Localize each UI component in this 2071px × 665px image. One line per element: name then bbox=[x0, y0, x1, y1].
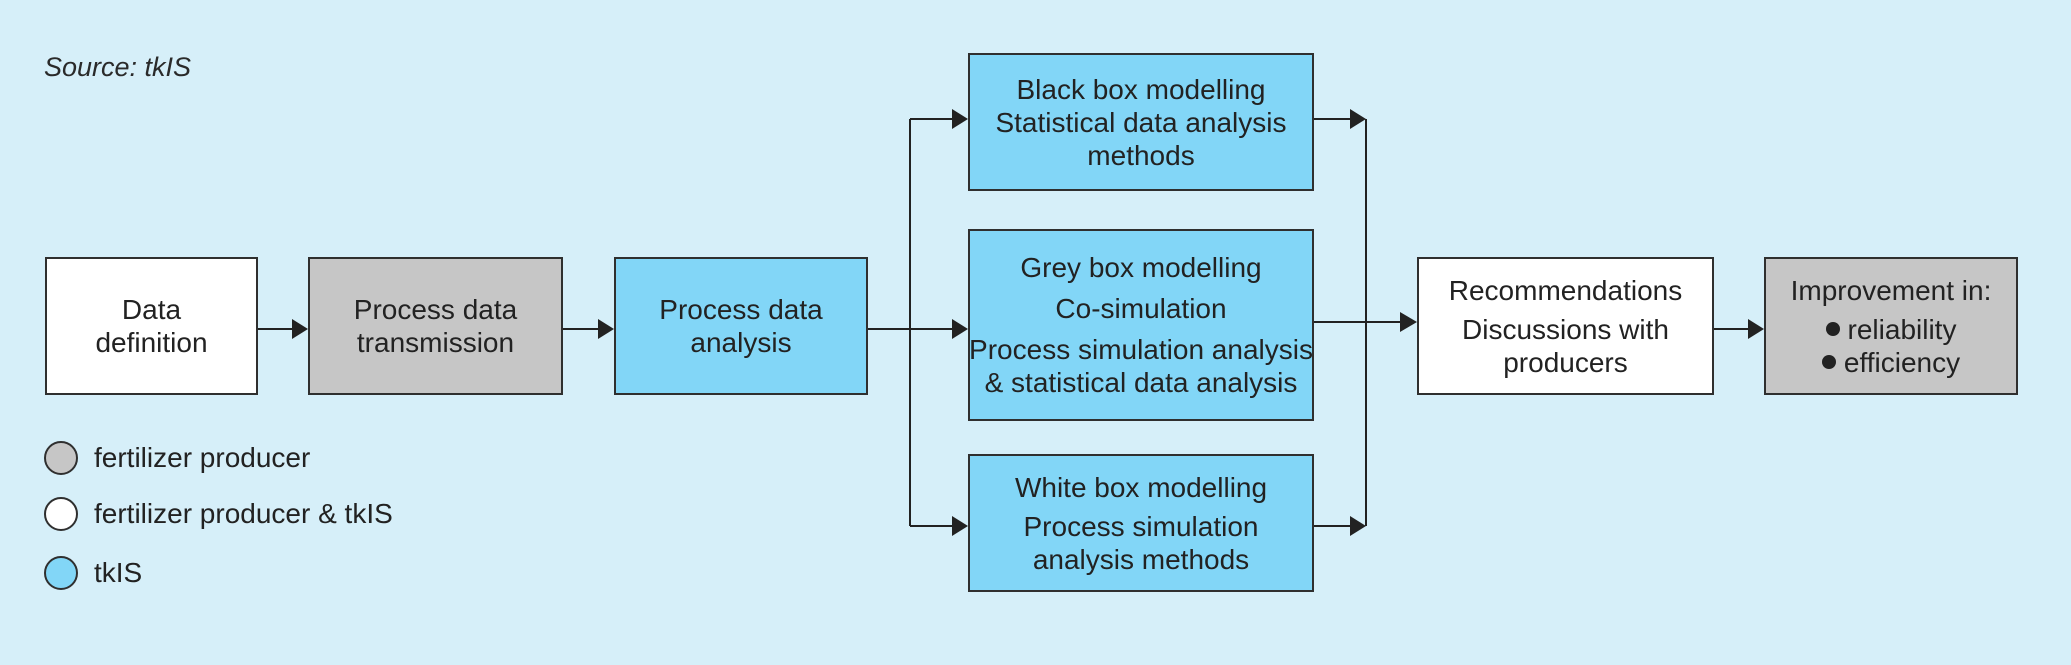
box-line: analysis bbox=[690, 327, 792, 358]
bullet-label: efficiency bbox=[1843, 346, 1961, 378]
legend-label: fertilizer producer bbox=[94, 442, 311, 473]
data-definition-box: Data definition bbox=[45, 257, 258, 395]
bullet-item: efficiency bbox=[1821, 346, 1961, 379]
box-line: Black box modelling bbox=[1016, 73, 1266, 105]
box-line: Grey box modelling bbox=[1020, 252, 1262, 283]
legend-swatch-icon bbox=[44, 556, 78, 590]
process-data-analysis-box: Process data analysis bbox=[614, 257, 868, 395]
white-box-modelling-box: White box modelling Process simulation a… bbox=[968, 454, 1314, 592]
box-line: Process simulation analysis bbox=[969, 334, 1313, 365]
legend-swatch-icon bbox=[44, 497, 78, 531]
legend-label: tkIS bbox=[94, 557, 143, 588]
box-line: Statistical data analysis bbox=[995, 106, 1287, 138]
box-line: Process simulation bbox=[1023, 510, 1259, 542]
bullet-item: reliability bbox=[1825, 313, 1957, 346]
box-line: Process data bbox=[659, 294, 823, 325]
black-box-modelling-box: Black box modelling Statistical data ana… bbox=[968, 53, 1314, 191]
box-line: definition bbox=[95, 327, 208, 358]
legend-item-tkis: tkIS bbox=[44, 556, 142, 590]
bullet-icon bbox=[1821, 355, 1836, 369]
improvement-title: Improvement in: bbox=[1790, 274, 1992, 306]
recommendations-box: Recommendations Discussions with produce… bbox=[1417, 257, 1714, 395]
bullet-label: reliability bbox=[1847, 313, 1957, 345]
box-line: producers bbox=[1503, 346, 1628, 378]
legend-item-fertilizer-producer: fertilizer producer bbox=[44, 441, 310, 475]
grey-box-modelling-box: Grey box modelling Co-simulation Process… bbox=[968, 229, 1314, 421]
box-line: analysis methods bbox=[1032, 543, 1250, 575]
box-line: Recommendations bbox=[1448, 274, 1683, 306]
box-line: Process data bbox=[353, 294, 518, 325]
legend-swatch-icon bbox=[44, 441, 78, 475]
box-line: Data bbox=[121, 294, 182, 325]
improvement-box: Improvement in: reliability efficiency bbox=[1764, 257, 2018, 395]
source-caption: Source: tkIS bbox=[44, 52, 192, 82]
legend-label: fertilizer producer & tkIS bbox=[94, 498, 393, 529]
box-line: & statistical data analysis bbox=[984, 367, 1298, 398]
box-line: White box modelling bbox=[1014, 471, 1268, 503]
box-line: Discussions with bbox=[1462, 313, 1669, 345]
legend-item-fertilizer-producer-and-tkis: fertilizer producer & tkIS bbox=[44, 497, 393, 531]
bullet-icon bbox=[1825, 322, 1840, 336]
process-data-transmission-box: Process data transmission bbox=[308, 257, 563, 395]
box-line: methods bbox=[1087, 139, 1195, 171]
box-line: Co-simulation bbox=[1055, 293, 1227, 324]
box-line: transmission bbox=[356, 327, 515, 358]
